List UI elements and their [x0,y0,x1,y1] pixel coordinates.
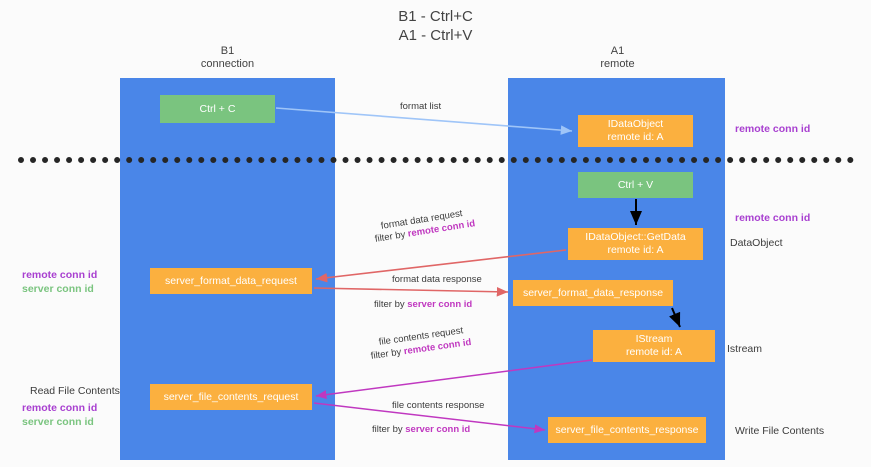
filter-key: server conn id [405,424,471,435]
filter-key: server conn id [407,299,473,310]
filter-prefix: filter by [372,424,406,435]
legend2-server-conn-id: server conn id [22,416,94,428]
legend-bottom: remote conn id server conn id [22,401,97,429]
box-ctrl-v[interactable]: Ctrl + V [578,172,693,198]
filter-prefix: filter by [370,346,405,362]
filter-prefix: filter by [374,228,409,245]
arrow-label-file-contents-response: file contents response [392,400,485,411]
box-server-file-contents-request[interactable]: server_file_contents_request [150,384,312,410]
box-get-data[interactable]: IDataObject::GetData remote id: A [568,228,703,260]
label-read-file-contents: Read File Contents [30,385,120,397]
legend-server-conn-id: server conn id [22,283,94,295]
label-remote-conn-id-mid: remote conn id [735,212,811,224]
legend2-remote-conn-id: remote conn id [22,402,98,414]
label-write-file-contents: Write File Contents [735,425,825,437]
legend-top: remote conn id server conn id [22,268,97,296]
arrow-label-format-data-response: format data response [392,274,482,285]
arrow-label-file-contents-response-filter: filter by server conn id [372,423,470,436]
diagram-title: B1 - Ctrl+C A1 - Ctrl+V [398,8,473,44]
column-header-a1: A1 remote [600,45,635,70]
legend-remote-conn-id: remote conn id [22,269,98,281]
arrow-label-format-list: format list [400,101,442,112]
arrow-label-format-data-response-filter: filter by server conn id [374,298,472,311]
label-remote-conn-id-top: remote conn id [735,123,811,135]
box-server-file-contents-response[interactable]: server_file_contents_response [548,417,706,443]
box-istream[interactable]: IStream remote id: A [593,330,715,362]
label-istream: Istream [727,343,763,355]
filter-prefix: filter by [374,299,408,310]
phase-divider [18,157,854,163]
box-server-format-data-request[interactable]: server_format_data_request [150,268,312,294]
box-data-object[interactable]: IDataObject remote id: A [578,115,693,147]
box-ctrl-c[interactable]: Ctrl + C [160,95,275,123]
label-data-object: DataObject [730,237,783,249]
column-header-b1: B1 connection [200,45,255,70]
box-server-format-data-response[interactable]: server_format_data_response [513,280,673,306]
arrow-format-data-response [313,286,509,297]
